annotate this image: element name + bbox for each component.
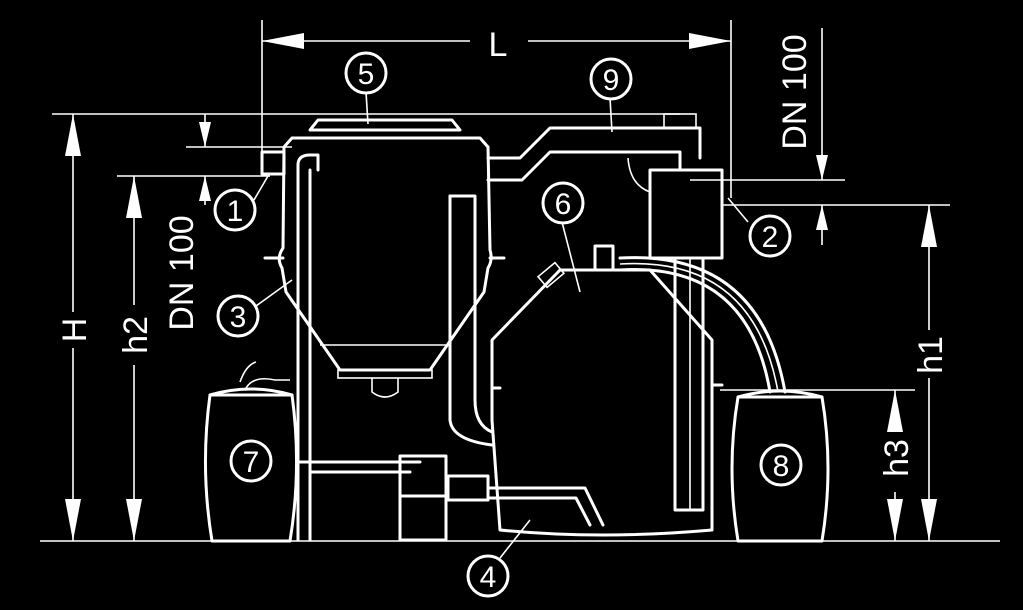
dimension-outlet-dn100: DN 100	[690, 28, 950, 245]
label-h3: h3	[878, 439, 916, 477]
svg-text:1: 1	[227, 195, 244, 228]
barrel-left	[203, 361, 299, 543]
label-outlet-dn100: DN 100	[776, 34, 814, 149]
vent-pipe	[296, 153, 422, 542]
svg-text:2: 2	[762, 221, 779, 254]
label-inlet-dn100: DN 100	[163, 215, 201, 330]
callout-3: 3	[216, 294, 260, 338]
connection-pipe	[486, 113, 702, 182]
label-H: H	[56, 318, 94, 343]
dimension-h3: h3	[720, 389, 916, 541]
dimension-h1: h1	[912, 205, 950, 541]
callout-6: 6	[541, 181, 585, 225]
inlet-nozzle	[260, 150, 286, 176]
label-h1: h1	[912, 336, 950, 374]
lid	[298, 118, 472, 140]
outlet-box	[648, 168, 724, 512]
svg-text:9: 9	[603, 64, 620, 97]
dimension-h2: h2	[117, 175, 270, 541]
svg-text:4: 4	[480, 561, 497, 594]
svg-text:5: 5	[358, 58, 375, 91]
callout-leaders	[253, 91, 749, 559]
hose-to-barrel	[618, 256, 787, 394]
pump-valve	[398, 454, 605, 542]
callout-7: 7	[229, 439, 273, 483]
barrel-right	[730, 389, 830, 543]
svg-text:6: 6	[555, 188, 572, 221]
upper-hopper-tank	[263, 136, 506, 398]
dimension-L: L	[261, 20, 732, 198]
upper-connector	[627, 157, 651, 193]
callout-4: 4	[466, 554, 510, 598]
vertical-drain-pipe	[448, 194, 494, 447]
label-L: L	[489, 26, 508, 64]
label-h2: h2	[117, 316, 155, 354]
callout-2: 2	[748, 214, 792, 258]
dimension-H: H	[52, 113, 680, 541]
dimension-inlet-dn100: DN 100	[163, 114, 292, 331]
callout-9: 9	[589, 57, 633, 101]
svg-text:7: 7	[243, 446, 260, 479]
svg-text:3: 3	[230, 301, 247, 334]
callout-8: 8	[759, 443, 803, 487]
callout-5: 5	[344, 51, 388, 95]
callout-1: 1	[213, 188, 257, 232]
svg-text:8: 8	[773, 450, 790, 483]
